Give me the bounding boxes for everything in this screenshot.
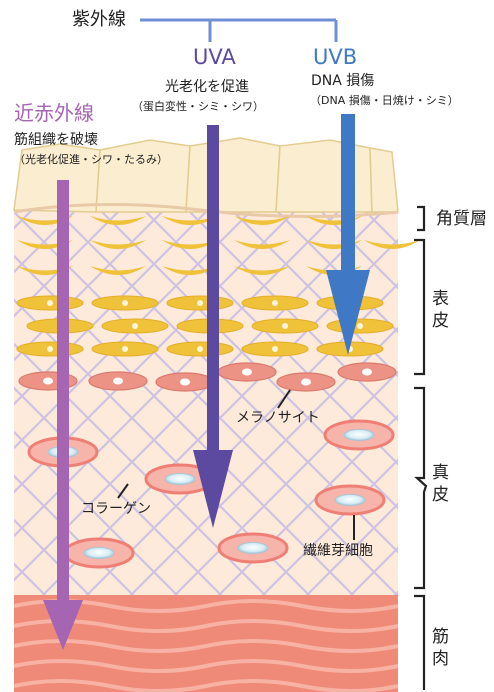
keratinocyte-nucleus bbox=[122, 346, 128, 352]
basal-cells bbox=[18, 362, 397, 392]
keratinocyte-crescent bbox=[234, 216, 290, 225]
dermis-label-2: 皮 bbox=[432, 485, 449, 505]
uvb-sub: （DNA 損傷・日焼け・シミ） bbox=[310, 94, 459, 107]
stratum-corneum-label: 角質層 bbox=[436, 209, 487, 229]
basal-nucleus bbox=[113, 377, 123, 385]
nir-sub: （光老化促進・シワ・たるみ） bbox=[14, 153, 168, 166]
layer-brackets bbox=[414, 205, 428, 690]
nir-arrow bbox=[43, 180, 83, 650]
uvb-desc: DNA 損傷 bbox=[311, 73, 375, 89]
melanocyte-label: メラノサイト bbox=[236, 410, 320, 426]
keratinocyte-nucleus bbox=[272, 300, 278, 306]
keratinocyte-crescent bbox=[90, 266, 146, 275]
uva-sub: （蛋白変性・シミ・シワ） bbox=[132, 100, 264, 113]
keratinocyte-nucleus bbox=[132, 323, 138, 329]
collagen-mesh bbox=[14, 205, 398, 600]
keratinocyte-crescent bbox=[234, 240, 290, 249]
keratinocyte-crescent bbox=[90, 240, 146, 249]
keratinocyte-crescent bbox=[364, 240, 420, 249]
basal-nucleus bbox=[242, 368, 252, 376]
uv-bracket bbox=[140, 18, 338, 42]
uvb-title: UVB bbox=[313, 45, 358, 69]
uva-arrow bbox=[193, 125, 233, 528]
keratinocyte-crescent bbox=[162, 240, 218, 249]
keratinocyte-crescent bbox=[162, 266, 218, 275]
uvb-arrow bbox=[326, 114, 370, 355]
basal-nucleus bbox=[362, 368, 372, 376]
keratinocyte-nucleus bbox=[122, 300, 128, 306]
keratinocyte-nucleus bbox=[357, 323, 363, 329]
fibroblast-nucleus bbox=[164, 473, 196, 485]
uv-label: 紫外線 bbox=[72, 9, 126, 30]
fibroblast-label: 繊維芽細胞 bbox=[303, 543, 373, 559]
dermis-label-1: 真 bbox=[432, 463, 449, 483]
fibroblast-nucleus bbox=[237, 542, 269, 554]
basal-nucleus bbox=[43, 377, 53, 385]
nir-desc: 筋組織を破壊 bbox=[14, 132, 98, 148]
fibroblast-nucleus bbox=[334, 494, 366, 506]
keratinocyte-nucleus bbox=[197, 300, 203, 306]
muscle-label-1: 筋 bbox=[432, 627, 449, 647]
fibroblast-nucleus bbox=[83, 547, 115, 559]
keratinocyte-crescent bbox=[234, 266, 290, 275]
nir-title: 近赤外線 bbox=[14, 101, 94, 125]
keratinocyte-crescent bbox=[162, 216, 218, 225]
keratinocyte-nucleus bbox=[47, 346, 53, 352]
stratum-corneum bbox=[13, 137, 399, 219]
callout-lines bbox=[117, 389, 355, 540]
keratinocyte-nucleus bbox=[272, 346, 278, 352]
keratinocyte-nucleus bbox=[282, 323, 288, 329]
basal-nucleus bbox=[301, 378, 311, 386]
fibroblast-nucleus bbox=[343, 429, 375, 441]
basal-nucleus bbox=[180, 378, 190, 386]
keratinocyte-nucleus bbox=[47, 300, 53, 306]
uva-title: UVA bbox=[193, 45, 236, 69]
epidermis-label-2: 皮 bbox=[432, 311, 449, 331]
keratinocyte-nucleus bbox=[197, 346, 203, 352]
keratinocyte-crescent bbox=[90, 216, 146, 225]
uva-desc: 光老化を促進 bbox=[165, 79, 249, 95]
fibroblast-cells bbox=[27, 419, 395, 569]
collagen-label: コラーゲン bbox=[81, 501, 151, 517]
epidermis-label-1: 表 bbox=[432, 289, 449, 309]
muscle-label-2: 肉 bbox=[432, 649, 449, 669]
